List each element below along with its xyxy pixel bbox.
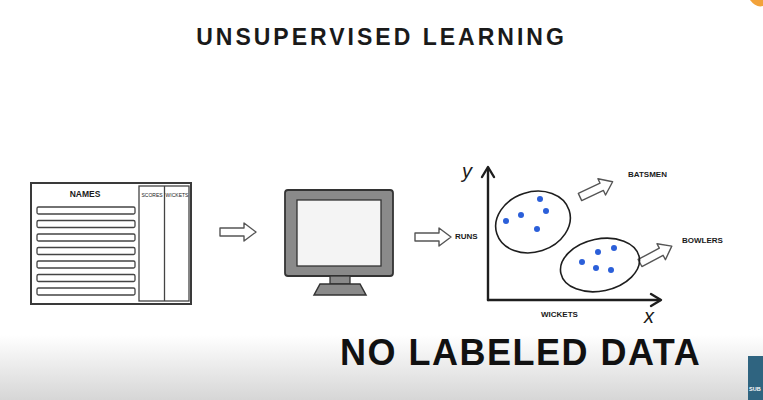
data-point [543,208,549,214]
x-axis-head [651,294,661,306]
subscribe-button [748,356,763,400]
data-point [534,226,540,232]
cluster-label: BOWLERS [682,236,723,245]
row-bar [37,288,135,295]
axis-letter: y [462,160,472,183]
data-points [503,196,617,273]
monitor-base [314,284,366,295]
cluster-label: BATSMEN [628,170,667,179]
block-arrow [415,228,451,246]
monitor-icon [285,190,393,295]
row-bar [37,221,135,228]
data-point [518,212,524,218]
data-point [611,245,617,251]
column-frame [139,186,189,301]
caption: NO LABELED DATA [340,332,701,373]
cluster-outline [488,182,579,263]
table-header: NAMES [70,190,101,200]
row-bar [37,248,135,255]
data-point [593,265,599,271]
clusters [488,182,645,299]
monitor-frame [285,190,393,276]
axis-letter: x [644,305,654,328]
block-arrow-shape [576,174,616,206]
cluster-outline [555,231,644,298]
block-arrow-shape [636,238,676,271]
flow-arrows [220,174,676,271]
y-axis-head [482,167,494,177]
data-point [579,259,585,265]
block-arrow-shape [220,223,256,241]
block-arrow [636,238,676,271]
block-arrow-shape [415,228,451,246]
data-point [537,196,543,202]
y-axis [487,168,489,300]
block-arrow [576,174,616,206]
monitor-neck [330,276,350,284]
row-bar [37,275,135,282]
row-bar [37,234,135,241]
monitor-screen [297,200,381,266]
row-bar [37,207,135,214]
column-divider [164,186,165,301]
axis-label: RUNS [455,232,478,241]
column-header: WICKETS [166,193,189,199]
slide-title: UNSUPERVISED LEARNING [0,24,763,50]
column-header: SCORES [141,193,162,199]
table-columns [139,186,189,301]
chart-axes [482,167,661,306]
table-card: NAMES SCORES WICKETS [30,182,192,305]
x-axis [488,299,660,301]
corner-mark [750,0,763,6]
axis-label: WICKETS [541,310,578,319]
data-point [595,249,601,255]
row-bar [37,261,135,268]
data-point [608,267,614,273]
button-text: SUB [749,386,761,392]
table-rows [37,207,135,295]
data-point [503,218,509,224]
block-arrow [220,223,256,241]
